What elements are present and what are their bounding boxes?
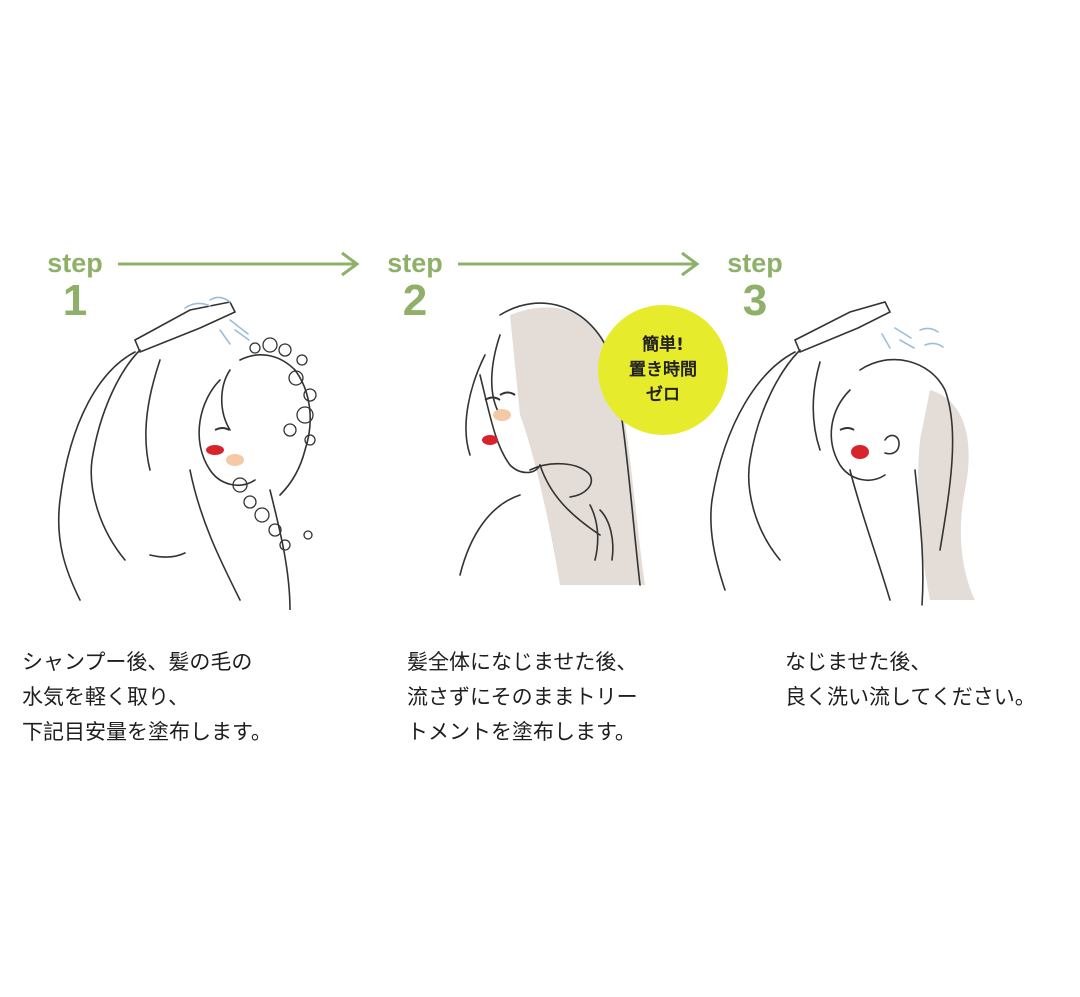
badge-line: ゼロ (646, 384, 680, 405)
step-3-label: step 3 (720, 248, 790, 324)
illustration-rinse-off (710, 301, 975, 606)
caption-line: 髪全体になじませた後、 (407, 650, 638, 674)
step-2-caption: 髪全体になじませた後、 流さずにそのままトリー トメントを塗布します。 (407, 645, 638, 750)
caption-line: 水気を軽く取り、 (22, 685, 190, 709)
step-number: 1 (62, 276, 88, 325)
arrow-right-icon (118, 251, 360, 277)
step-word: step (727, 248, 783, 278)
caption-line: トメントを塗布します。 (407, 720, 636, 744)
step-word: step (387, 248, 443, 278)
step-number: 2 (402, 276, 428, 325)
step-1-caption: シャンプー後、髪の毛の 水気を軽く取り、 下記目安量を塗布します。 (22, 645, 272, 750)
caption-line: 流さずにそのままトリー (407, 685, 638, 709)
caption-line: 下記目安量を塗布します。 (22, 720, 272, 744)
badge-line: 置き時間 (629, 359, 697, 380)
step-2-label: step 2 (380, 248, 450, 324)
arrow-right-icon (458, 251, 700, 277)
step-1-label: step 1 (40, 248, 110, 324)
step-3-caption: なじませた後、 良く洗い流してください。 (785, 645, 1036, 715)
step-number: 3 (742, 276, 768, 325)
badge-line: 簡単! (642, 334, 684, 355)
caption-line: シャンプー後、髪の毛の (22, 650, 253, 674)
zero-time-badge: 簡単! 置き時間 ゼロ (598, 305, 728, 435)
caption-line: なじませた後、 (785, 650, 932, 674)
caption-line: 良く洗い流してください。 (785, 685, 1036, 709)
step-word: step (47, 248, 103, 278)
illustration-shampoo-rinse (57, 296, 317, 610)
